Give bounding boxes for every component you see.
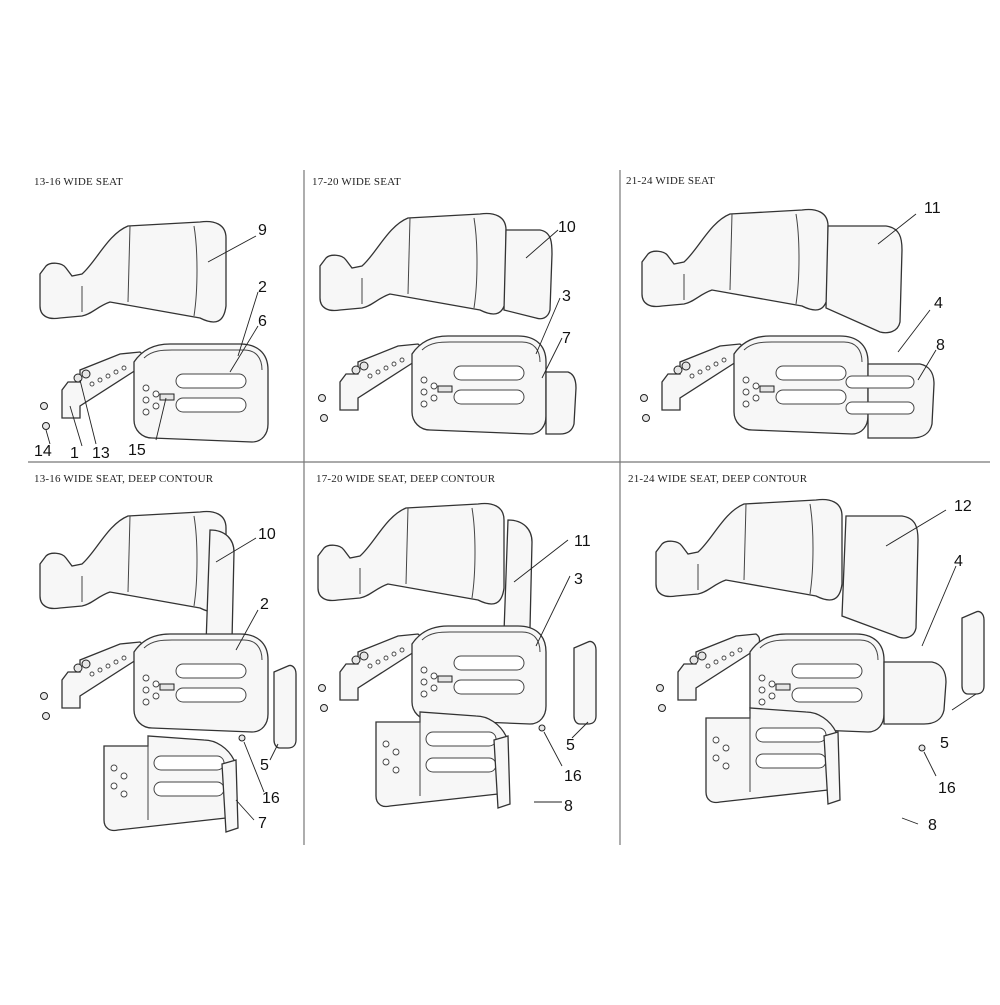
panel-title: 13-16 WIDE SEAT	[34, 176, 123, 188]
callout-backrest: 9	[258, 222, 267, 239]
callout-shell: 4	[934, 295, 943, 312]
callout-shell: 4	[954, 553, 963, 570]
callout-backrest: 11	[924, 200, 941, 217]
panel-title: 21-24 WIDE SEAT	[626, 175, 715, 187]
panel-6-drawing	[655, 498, 957, 733]
callout-backrest: 12	[954, 498, 972, 515]
panel-title: 13-16 WIDE SEAT, DEEP CONTOUR	[34, 473, 214, 485]
callout-part-1: 1	[70, 445, 79, 462]
panel-2-drawing	[317, 212, 577, 435]
callout-backrest: 10	[558, 219, 576, 236]
callout-inner: 7	[562, 330, 571, 347]
callout-pad: 5	[260, 757, 269, 774]
panel-4-lead-screw	[243, 741, 265, 793]
panel-title: 17-20 WIDE SEAT	[312, 176, 401, 188]
callout-part-13: 13	[92, 445, 110, 462]
callout-shell: 3	[574, 571, 583, 588]
panel-5-lower	[375, 640, 597, 809]
panel-4-lead-pad	[269, 743, 279, 761]
callout-bracket: 8	[928, 817, 937, 834]
callout-shell: 2	[260, 596, 269, 613]
callout-screw: 16	[262, 790, 280, 807]
callout-pad: 5	[566, 737, 575, 754]
callout-inner: 6	[258, 313, 267, 330]
callout-part-14: 14	[34, 443, 52, 460]
callout-inner: 8	[936, 337, 945, 354]
callout-screw: 16	[564, 768, 582, 785]
callout-part-15: 15	[128, 442, 146, 459]
panel-title: 21-24 WIDE SEAT, DEEP CONTOUR	[628, 473, 808, 485]
callout-shell: 3	[562, 288, 571, 305]
callout-bracket: 8	[564, 798, 573, 815]
callout-backrest: 11	[574, 533, 591, 550]
panel-title: 17-20 WIDE SEAT, DEEP CONTOUR	[316, 473, 496, 485]
callout-pad: 5	[940, 735, 949, 752]
panel-4-drawing	[39, 510, 269, 733]
callout-screw: 16	[938, 780, 956, 797]
callout-backrest: 10	[258, 526, 276, 543]
panel-5-drawing	[317, 502, 571, 725]
panel-4-lead-bracket	[235, 799, 255, 821]
callout-bracket: 7	[258, 815, 267, 832]
callout-shell: 2	[258, 279, 267, 296]
panel-4-screw	[238, 734, 246, 742]
panel-6-lower	[705, 610, 985, 825]
panel-4-lower-bracket	[103, 735, 239, 833]
panel-4-side-pad	[273, 664, 297, 749]
panel-3-drawing	[639, 208, 937, 439]
panel-1-drawing	[39, 220, 269, 447]
